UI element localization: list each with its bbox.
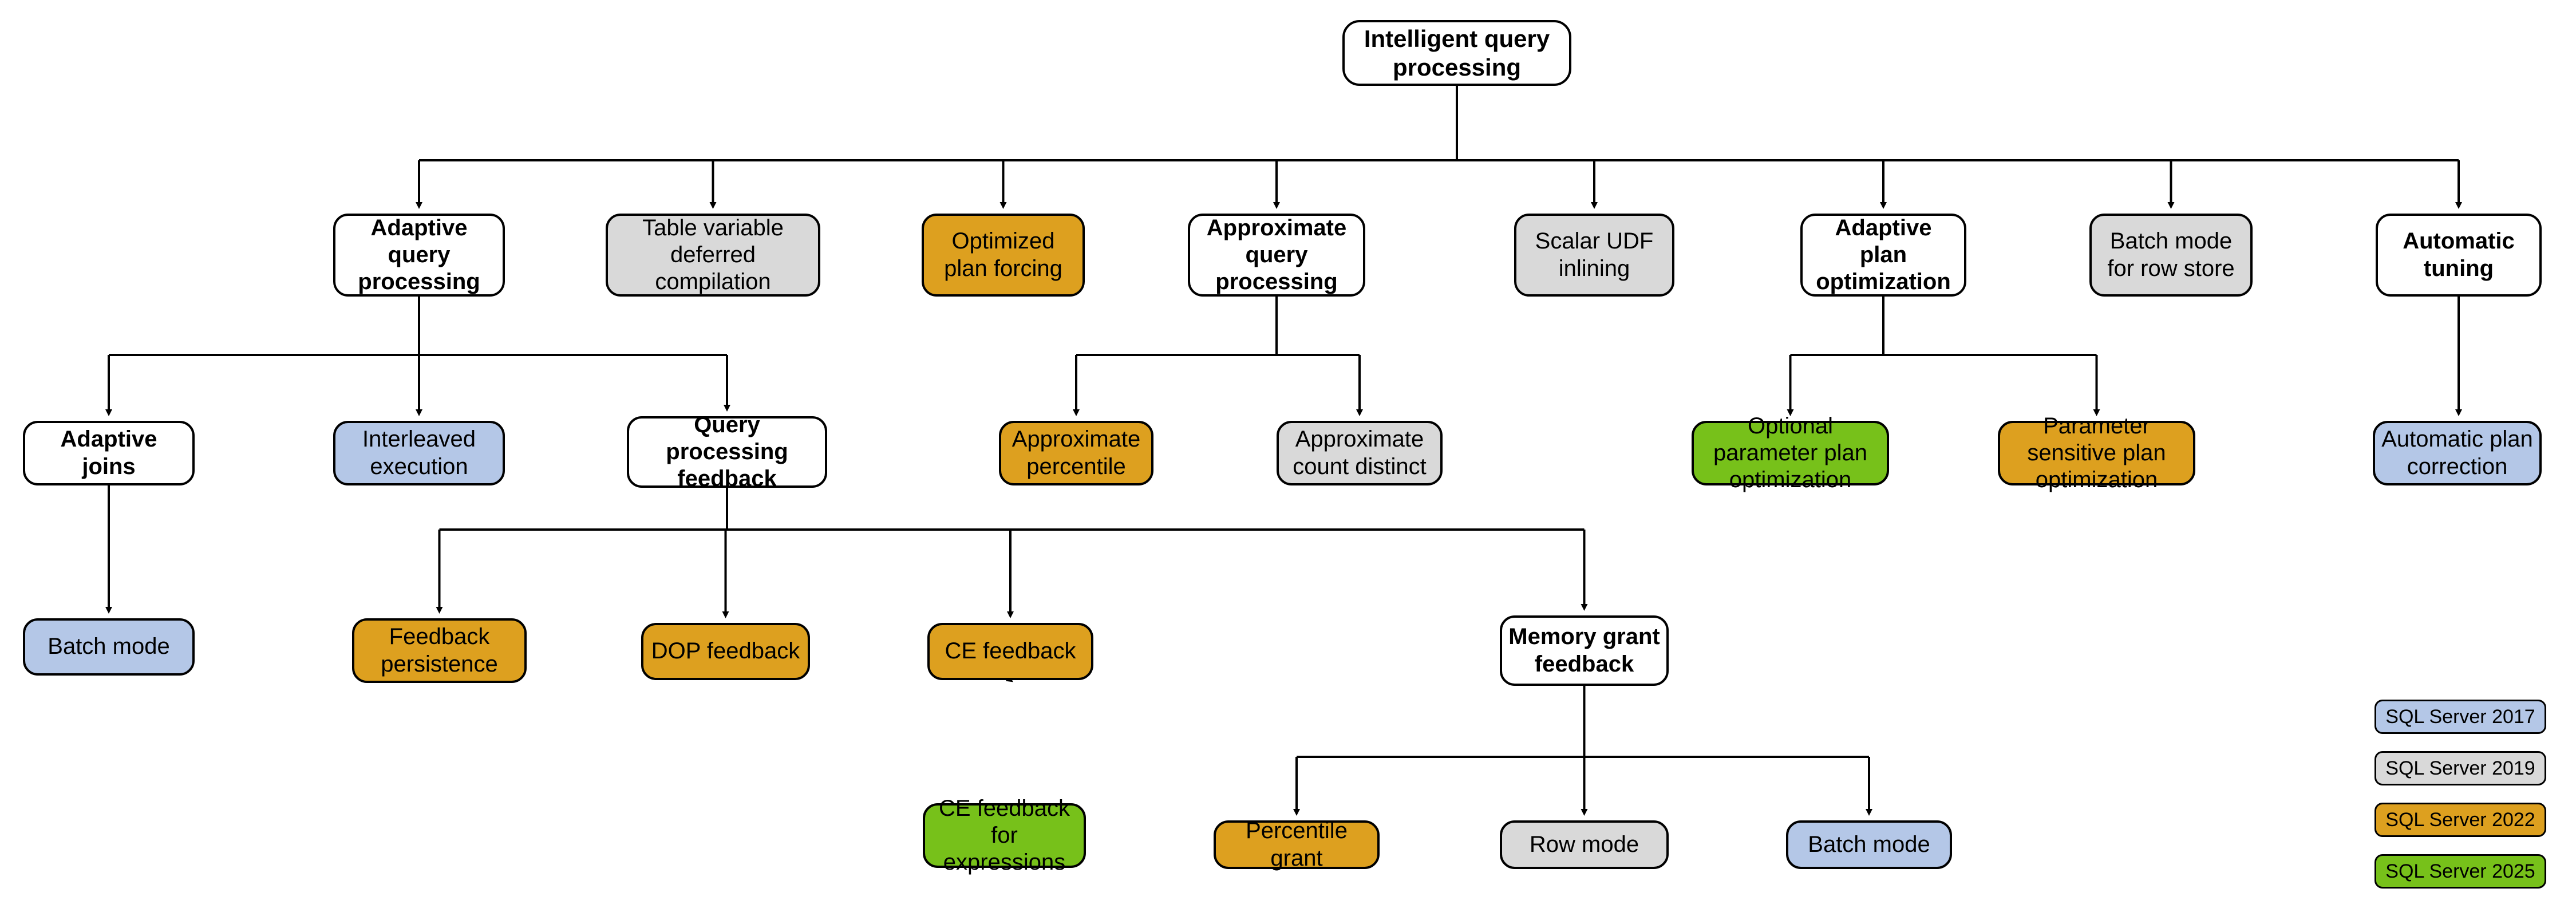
node-tvdc[interactable]: Table variable deferred compilation [606,214,820,297]
node-root[interactable]: Intelligent query processing [1342,20,1571,86]
node-aqp[interactable]: Adaptive query processing [333,214,505,297]
node-rowmode[interactable]: Row mode [1500,820,1669,869]
node-udf[interactable]: Scalar UDF inlining [1514,214,1674,297]
node-apc[interactable]: Automatic plan correction [2373,421,2542,485]
node-acd[interactable]: Approximate count distinct [1277,421,1443,485]
legend-2019: SQL Server 2019 [2374,751,2546,785]
node-qpf[interactable]: Query processing feedback [627,412,827,491]
node-ajoins[interactable]: Adaptive joins [23,421,195,485]
node-oppo[interactable]: Optional parameter plan optimization [1692,413,1889,492]
legend-2025: SQL Server 2025 [2374,854,2546,889]
node-bmode2[interactable]: Batch mode [1786,820,1952,869]
node-approxqp[interactable]: Approximate query processing [1188,214,1365,297]
node-bmode1[interactable]: Batch mode [23,618,195,676]
node-opf[interactable]: Optimized plan forcing [922,214,1085,297]
node-autotune[interactable]: Automatic tuning [2376,214,2542,297]
node-cefb[interactable]: CE feedback [927,623,1093,680]
node-apct[interactable]: Approximate percentile [999,421,1153,485]
legend-2022: SQL Server 2022 [2374,803,2546,837]
node-bmrs[interactable]: Batch mode for row store [2089,214,2253,297]
node-ilex[interactable]: Interleaved execution [333,421,505,485]
node-cefbex[interactable]: CE feedback for expressions [923,796,1086,875]
node-mgf[interactable]: Memory grant feedback [1500,615,1669,686]
legend-2017: SQL Server 2017 [2374,700,2546,734]
node-apo[interactable]: Adaptive plan optimization [1800,214,1966,297]
node-dopfb[interactable]: DOP feedback [641,623,810,680]
node-pspo[interactable]: Parameter sensitive plan optimization [1998,413,2195,492]
node-fbpers[interactable]: Feedback persistence [352,618,527,683]
node-pgrant[interactable]: Percentile grant [1214,818,1380,871]
